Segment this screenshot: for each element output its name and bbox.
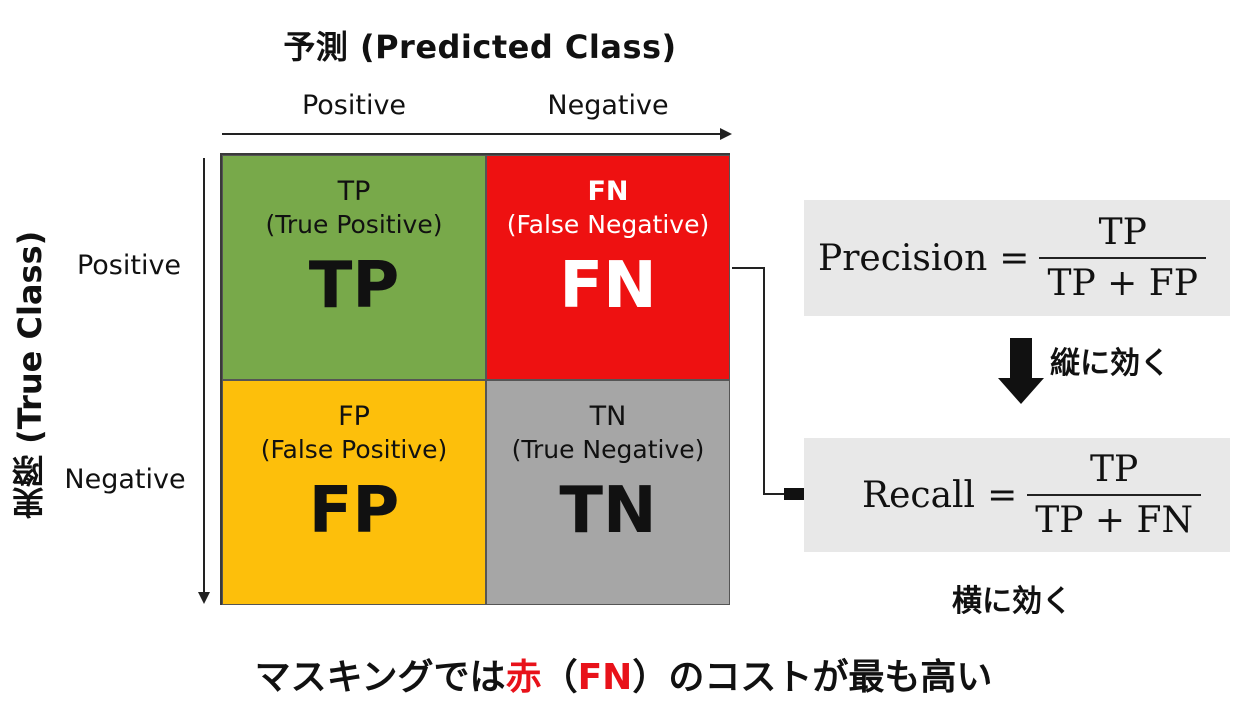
confusion-matrix: TP (True Positive) TP FN (False Negative…	[220, 153, 730, 605]
cell-false-negative: FN (False Negative) FN	[486, 155, 730, 380]
recall-denominator: TP + FN	[1035, 500, 1193, 541]
row-label-positive: Positive	[76, 250, 182, 281]
true-axis-arrow	[198, 158, 210, 604]
bottom-caption: マスキングでは赤（FN）のコストが最も高い	[0, 648, 1247, 700]
recall-label: Recall	[862, 474, 976, 516]
precision-fraction: TP TP + FP	[1039, 212, 1206, 304]
cell-abbr: TN	[589, 401, 627, 432]
equals-sign: =	[987, 474, 1018, 516]
recall-numerator: TP	[1027, 449, 1201, 496]
cell-abbr: FN	[587, 176, 629, 207]
col-label-positive: Positive	[301, 90, 407, 121]
cell-true-negative: TN (True Negative) TN	[486, 380, 730, 605]
cell-big-label: TN	[559, 474, 657, 548]
precision-denominator: TP + FP	[1047, 263, 1198, 304]
cell-false-positive: FP (False Positive) FP	[222, 380, 486, 605]
cell-abbr: FP	[338, 401, 370, 432]
precision-numerator: TP	[1039, 212, 1206, 259]
precision-label: Precision	[818, 237, 988, 279]
recall-formula-box: Recall = TP TP + FN	[804, 438, 1230, 552]
cell-true-positive: TP (True Positive) TP	[222, 155, 486, 380]
recall-fraction: TP TP + FN	[1027, 449, 1201, 541]
caption-fn: FN	[577, 657, 633, 698]
equals-sign: =	[999, 237, 1030, 279]
cell-full-name: (True Positive)	[265, 210, 443, 239]
fn-connector-line	[732, 267, 784, 495]
precision-formula: Precision = TP TP + FP	[818, 210, 1206, 306]
caption-text: マスキングでは	[254, 657, 506, 698]
caption-red-word: 赤	[505, 657, 542, 698]
cell-big-label: TP	[308, 249, 400, 323]
cell-big-label: FN	[559, 249, 657, 323]
cell-full-name: (False Positive)	[260, 435, 448, 464]
predicted-axis-arrow	[222, 128, 732, 140]
down-arrow-icon	[998, 338, 1044, 404]
caption-paren: （	[541, 657, 578, 698]
caption-text-end: ）のコストが最も高い	[632, 657, 993, 698]
precision-formula-box: Precision = TP TP + FP	[804, 200, 1230, 316]
cell-abbr: TP	[337, 176, 371, 207]
cell-big-label: FP	[308, 474, 400, 548]
cell-full-name: (False Negative)	[506, 210, 710, 239]
col-label-negative: Negative	[547, 90, 669, 121]
cell-full-name: (True Negative)	[511, 435, 705, 464]
row-label-negative: Negative	[64, 464, 186, 495]
predicted-class-title: 予測 (Predicted Class)	[283, 28, 677, 66]
horizontal-note: 横に効く	[952, 584, 1072, 619]
recall-formula: Recall = TP TP + FN	[862, 447, 1201, 543]
vertical-note: 縦に効く	[1050, 346, 1170, 381]
